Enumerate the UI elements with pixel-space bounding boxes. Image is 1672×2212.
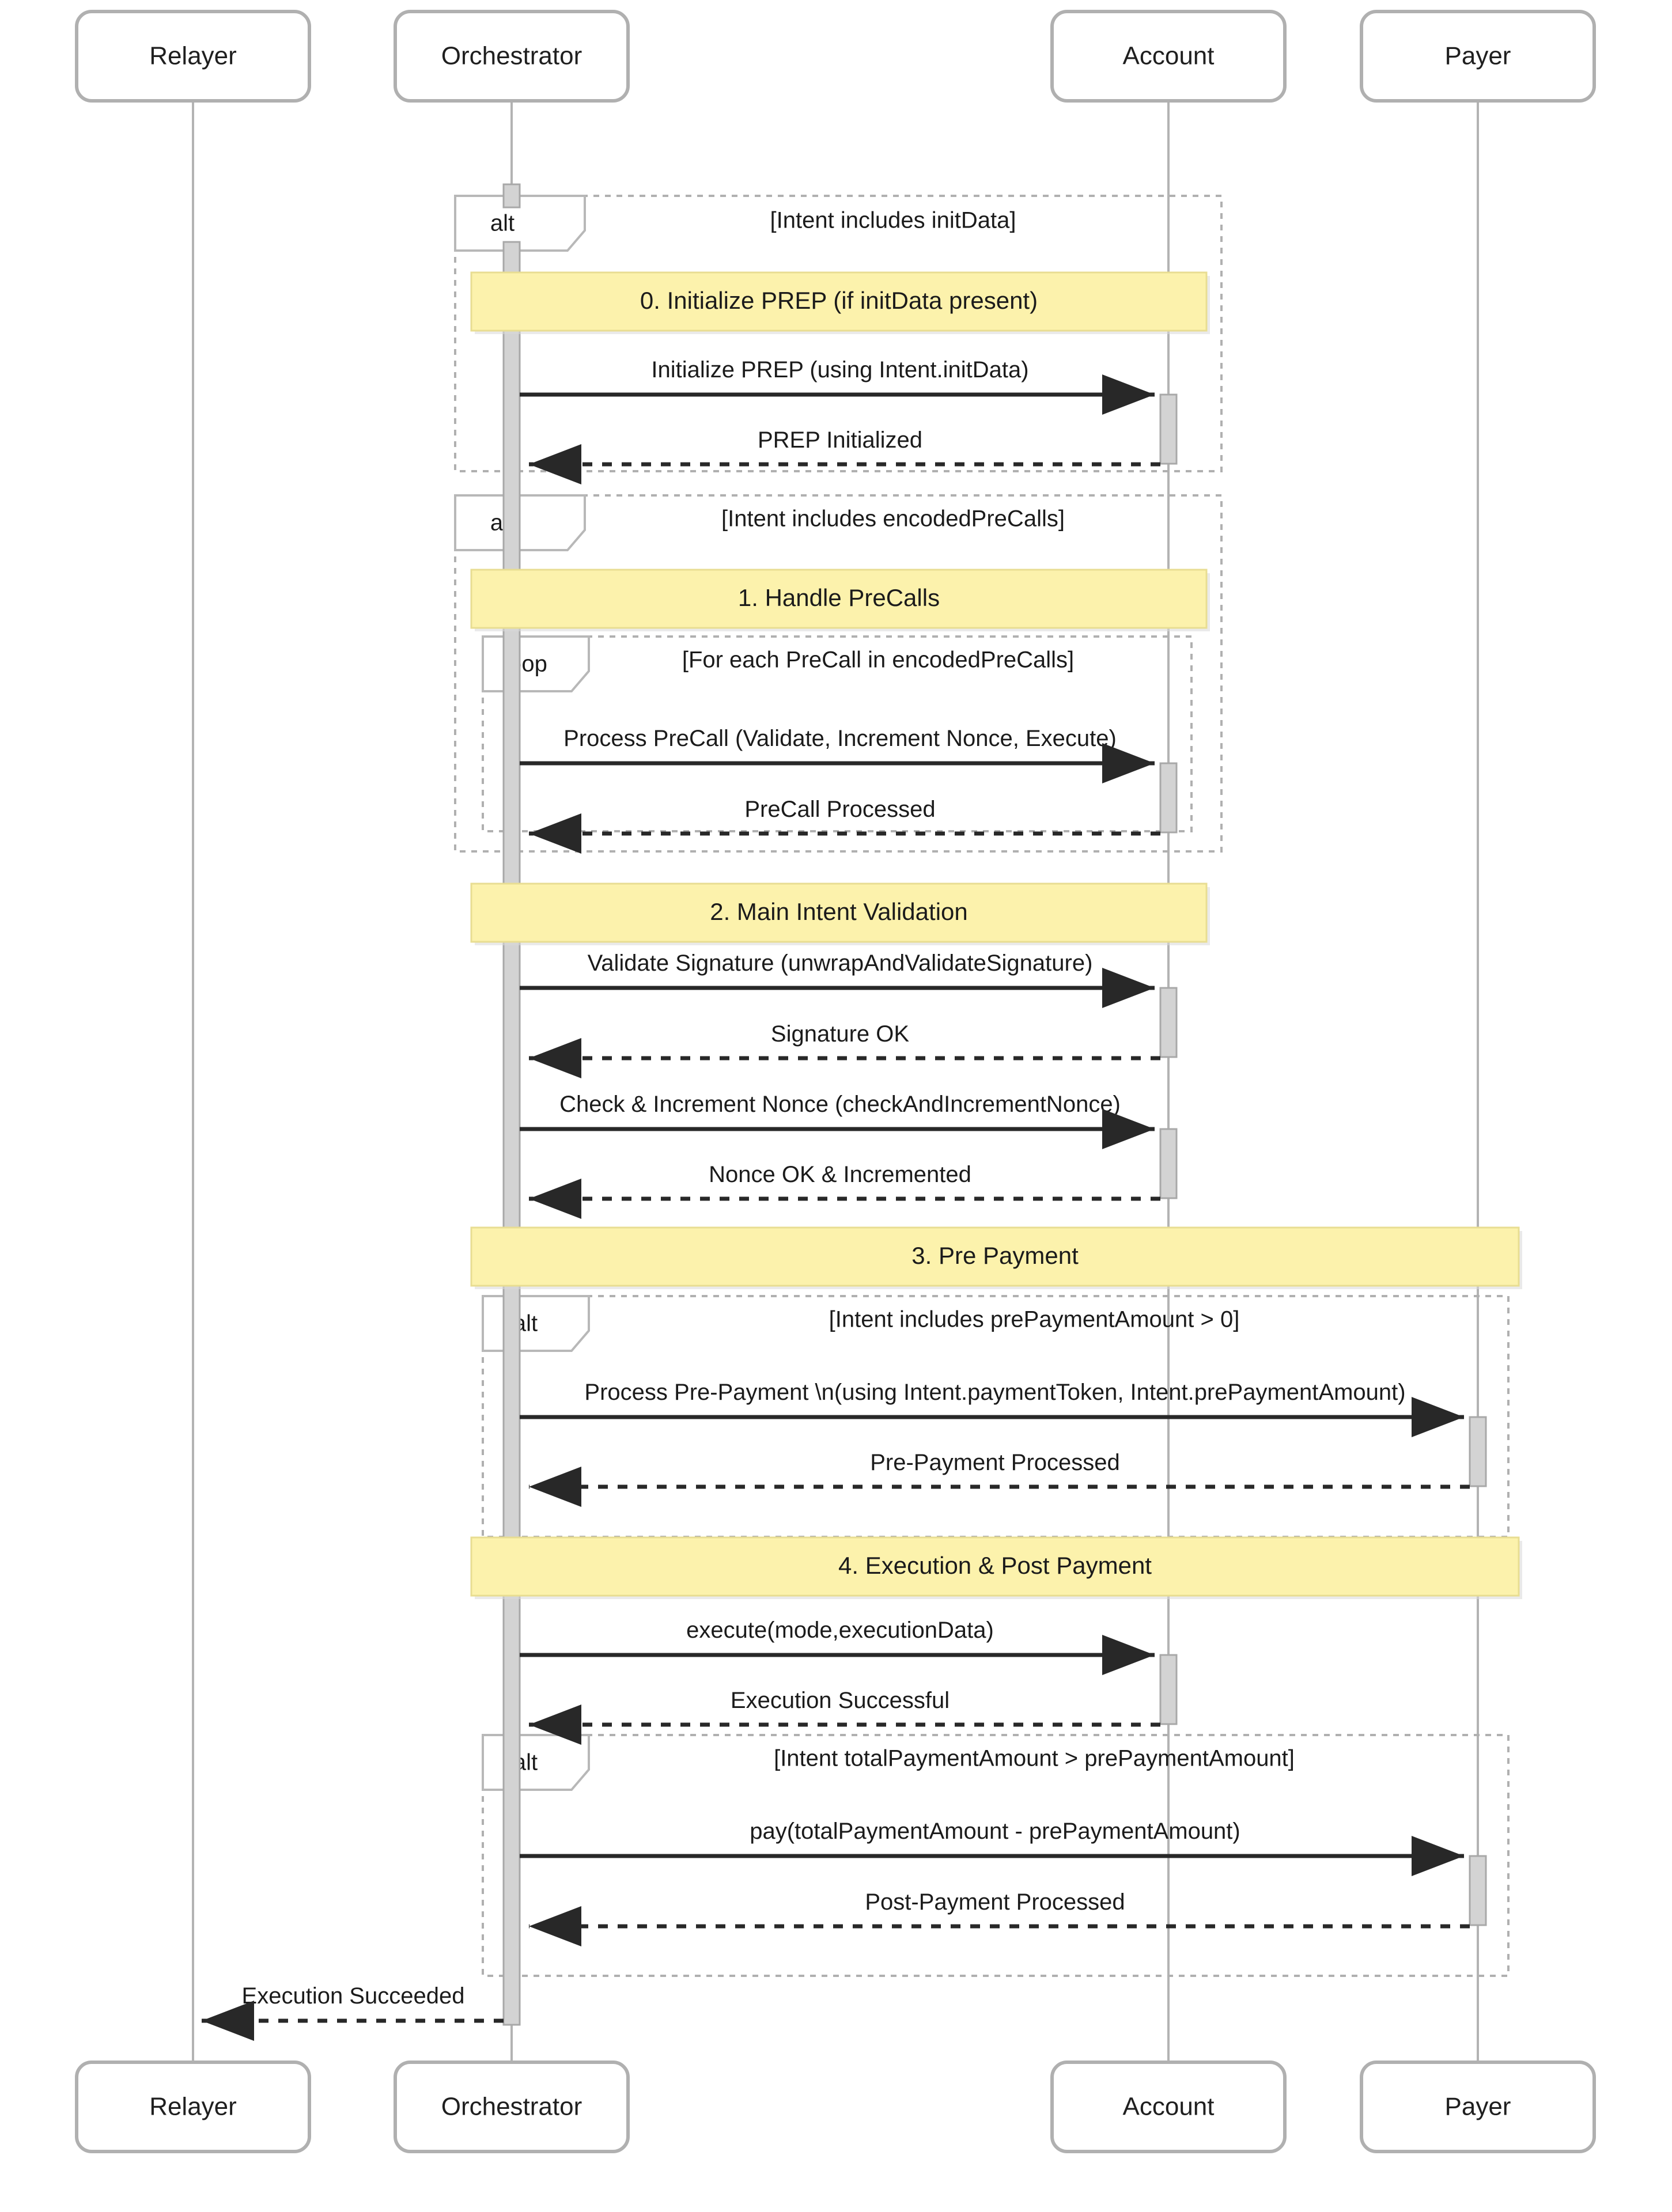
participant-box[interactable] [1050,10,1287,103]
note-box [470,271,1208,332]
activation-payer-postpayment [1469,1855,1487,1926]
participant-label: Account [1123,2093,1215,2121]
fragment-condition: [For each PreCall in encodedPreCalls] [682,647,1074,673]
participant-footer-payer[interactable]: Payer [1360,2061,1596,2153]
participant-box[interactable] [1360,2061,1596,2153]
message-label: pay(totalPaymentAmount - prePaymentAmoun… [750,1819,1240,1844]
activation-payer-prepayment [1469,1416,1487,1487]
fragment-condition: [Intent totalPaymentAmount > prePaymentA… [774,1746,1295,1771]
note-label: 3. Pre Payment [911,1242,1079,1269]
participant-box[interactable] [1360,10,1596,103]
message-nonce-ok-incremented: Nonce OK & Incremented [529,1162,1160,1219]
participant-box[interactable] [394,2061,630,2153]
activation-bar [502,241,521,2026]
participant-label: Account [1123,42,1215,70]
participant-header-relayer[interactable]: Relayer [75,10,311,103]
message-label: Execution Succeeded [242,1983,465,2009]
participant-box[interactable] [1050,2061,1287,2153]
fragment-alt-init-data: alt [Intent includes initData] [454,195,1223,472]
participant-label: Payer [1445,2093,1511,2121]
activation-account-prep [1159,393,1178,465]
activation-orchestrator [502,183,521,2026]
participant-footer-relayer[interactable]: Relayer [75,2061,311,2153]
note-box [470,569,1208,629]
message-execution-successful: Execution Successful [529,1688,1160,1745]
fragment-condition: [Intent includes prePaymentAmount > 0] [829,1307,1240,1332]
fragment-border [454,494,1223,853]
participant-label: Payer [1445,42,1511,70]
message-precall-processed: PreCall Processed [529,797,1160,854]
note-main-intent-validation: 2. Main Intent Validation [470,882,1210,945]
note-pre-payment: 3. Pre Payment [470,1226,1522,1289]
message-prep-initialized: PREP Initialized [529,427,1160,484]
fragment-alt-encoded-precalls: alt [Intent includes encodedPreCalls] [454,494,1223,853]
fragment-kind-label: alt [490,211,515,236]
participant-header-account[interactable]: Account [1050,10,1287,103]
note-label: 0. Initialize PREP (if initData present) [640,287,1038,314]
message-signature-ok: Signature OK [529,1021,1160,1078]
message-pay-remaining: pay(totalPaymentAmount - prePaymentAmoun… [520,1819,1464,1876]
message-execution-succeeded: Execution Succeeded [202,1983,504,2041]
activation-account-precall [1159,762,1178,834]
message-label: Validate Signature (unwrapAndValidateSig… [588,950,1093,976]
note-handle-precalls: 1. Handle PreCalls [470,569,1210,631]
message-initialize-prep: Initialize PREP (using Intent.initData) [520,357,1155,415]
fragment-border [454,195,1223,472]
note-box [470,1536,1520,1597]
activation-account-execute [1159,1654,1178,1725]
message-pre-payment-processed: Pre-Payment Processed [529,1450,1470,1507]
fragment-border [482,635,1193,832]
participant-box[interactable] [75,10,311,103]
participant-label: Orchestrator [441,42,582,70]
message-label: PreCall Processed [744,797,935,822]
participant-box[interactable] [394,10,630,103]
message-label: Pre-Payment Processed [870,1450,1120,1475]
participant-label: Relayer [149,42,237,70]
message-execute: execute(mode,executionData) [520,1618,1155,1675]
note-box [470,1226,1520,1287]
fragment-tab [454,195,586,252]
activation-bar [502,183,521,209]
participant-header-payer[interactable]: Payer [1360,10,1596,103]
note-initialize-prep: 0. Initialize PREP (if initData present) [470,271,1210,334]
message-check-increment-nonce: Check & Increment Nonce (checkAndIncreme… [520,1092,1155,1149]
message-label: execute(mode,executionData) [686,1618,994,1643]
message-label: Process Pre-Payment \n(using Intent.paym… [584,1380,1405,1405]
participant-footer-account[interactable]: Account [1050,2061,1287,2153]
fragment-border [482,1734,1510,1977]
message-process-pre-payment: Process Pre-Payment \n(using Intent.paym… [520,1380,1464,1437]
message-label: Initialize PREP (using Intent.initData) [651,357,1028,382]
message-label: Check & Increment Nonce (checkAndIncreme… [559,1092,1121,1117]
message-validate-signature: Validate Signature (unwrapAndValidateSig… [520,950,1155,1008]
note-label: 2. Main Intent Validation [710,898,968,925]
activation-account-nonce [1159,1128,1178,1199]
participant-label: Orchestrator [441,2093,582,2121]
message-label: Nonce OK & Incremented [709,1162,971,1187]
participant-label: Relayer [149,2093,237,2121]
participant-footer-orchestrator[interactable]: Orchestrator [394,2061,630,2153]
message-post-payment-processed: Post-Payment Processed [529,1889,1470,1946]
activation-account-signature [1159,987,1178,1058]
fragment-condition: [Intent includes initData] [770,208,1016,233]
message-label: Post-Payment Processed [865,1889,1125,1915]
note-box [470,882,1208,943]
message-label: Execution Successful [731,1688,950,1713]
message-label: Process PreCall (Validate, Increment Non… [563,726,1117,751]
note-label: 4. Execution & Post Payment [838,1552,1152,1579]
message-process-precall: Process PreCall (Validate, Increment Non… [520,726,1155,783]
message-label: Signature OK [771,1021,909,1047]
note-execution-post-payment: 4. Execution & Post Payment [470,1536,1522,1599]
fragment-condition: [Intent includes encodedPreCalls] [721,506,1065,532]
message-label: PREP Initialized [758,427,922,453]
participant-box[interactable] [75,2061,311,2153]
participant-header-orchestrator[interactable]: Orchestrator [394,10,630,103]
note-label: 1. Handle PreCalls [738,584,940,611]
